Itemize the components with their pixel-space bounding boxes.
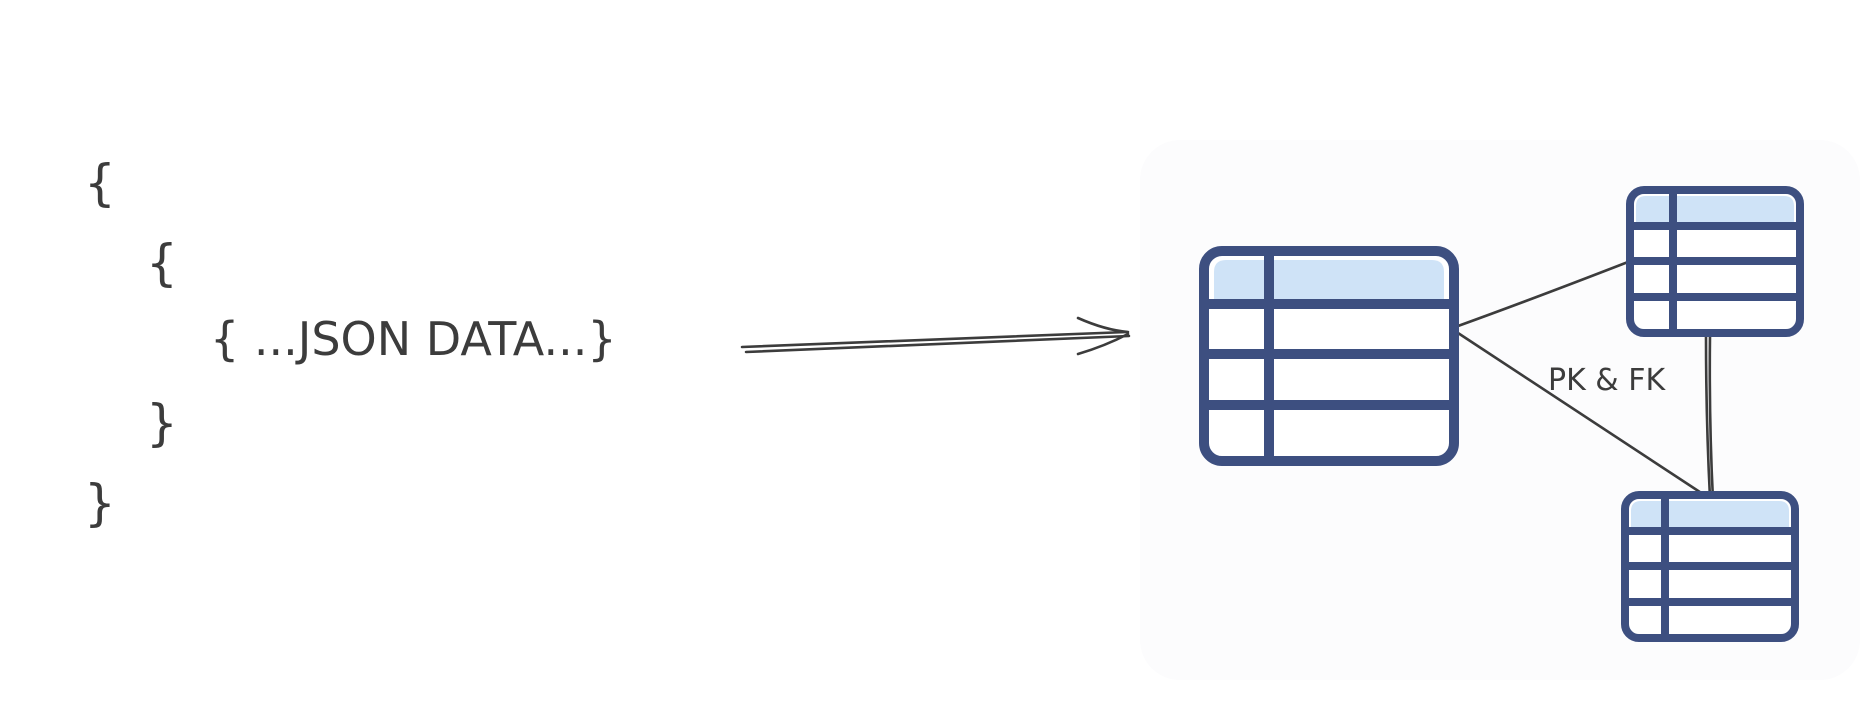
relationship-label: PK & FK xyxy=(1548,363,1666,398)
main-table-icon xyxy=(1199,246,1459,466)
inner-close-brace: } xyxy=(146,394,178,452)
connector-main-to-bottom-right xyxy=(1456,331,1714,502)
arrow-right-icon xyxy=(740,316,1131,356)
inner-open-brace: { xyxy=(146,234,178,292)
connector-top-right-to-bottom-right xyxy=(1708,334,1715,502)
top-right-table-icon xyxy=(1626,186,1804,337)
connector-top-right-to-bottom-right-2 xyxy=(1704,334,1712,500)
connector-main-to-top-right xyxy=(1456,260,1630,328)
json-block: { { { ...JSON DATA...} } } xyxy=(84,154,617,532)
outer-close-brace: } xyxy=(84,474,116,532)
outer-open-brace: { xyxy=(84,154,116,212)
relationship-lines xyxy=(1456,260,1715,502)
json-data-line: { ...JSON DATA...} xyxy=(210,312,617,366)
bottom-right-table-icon xyxy=(1621,491,1799,642)
